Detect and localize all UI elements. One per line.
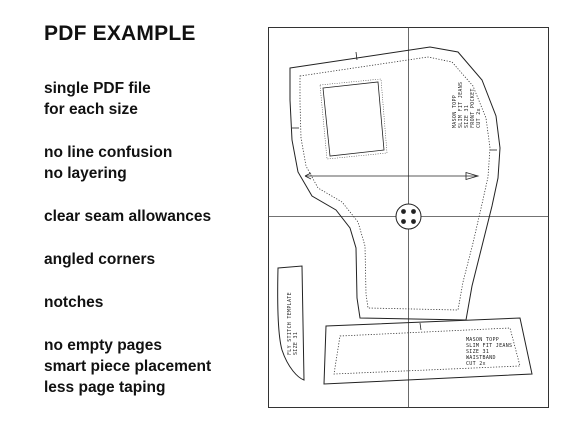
pattern-label-line: SIZE 31 bbox=[466, 349, 489, 355]
pattern-label-line: FRONT POCKET bbox=[470, 88, 476, 128]
grainline-arrowtail bbox=[304, 172, 312, 180]
pattern-label-line: MASON TOPP bbox=[452, 95, 458, 128]
waistband-seam-line bbox=[333, 327, 521, 375]
pattern-label-line: MASON TOPP bbox=[466, 337, 499, 343]
fly-template-piece-outline bbox=[277, 265, 305, 381]
pattern-label-line: SLIM FIT JEANS bbox=[458, 82, 464, 128]
pattern-label-line: SIZE 31 bbox=[464, 105, 470, 128]
waistband-label: MASON TOPP SLIM FIT JEANS SIZE 31 WAISTB… bbox=[466, 337, 512, 367]
registration-mark-icon bbox=[395, 203, 422, 230]
feature-item: for each size bbox=[44, 101, 138, 118]
pattern-label-line: SLIM FIT JEANS bbox=[466, 343, 512, 349]
feature-item: notches bbox=[44, 294, 104, 311]
notch bbox=[419, 322, 422, 331]
feature-item: no line confusion bbox=[44, 144, 173, 161]
waistband-piece-outline bbox=[323, 317, 533, 385]
feature-item: clear seam allowances bbox=[44, 208, 212, 225]
notch bbox=[355, 51, 358, 61]
pattern-label-line: WAISTBAND bbox=[466, 355, 496, 361]
page-title: PDF EXAMPLE bbox=[44, 22, 196, 45]
grainline-arrowhead bbox=[465, 171, 480, 181]
feature-item: less page taping bbox=[44, 379, 166, 396]
feature-list: single PDF file for each size no line co… bbox=[44, 78, 254, 398]
front-pocket-label: MASON TOPP SLIM FIT JEANS SIZE 31 FRONT … bbox=[452, 82, 482, 128]
feature-item: no empty pages bbox=[44, 337, 162, 354]
fly-template-label: FLY STITCH TEMPLATE SIZE 31 bbox=[287, 292, 299, 355]
feature-item: single PDF file bbox=[44, 80, 151, 97]
feature-item: no layering bbox=[44, 165, 127, 182]
pattern-label-line: CUT 2x bbox=[476, 108, 482, 128]
pocket-placement-box-stitch bbox=[319, 78, 388, 160]
pattern-label-line: FLY STITCH TEMPLATE bbox=[287, 292, 293, 355]
feature-item: angled corners bbox=[44, 251, 156, 268]
pattern-label-line: SIZE 31 bbox=[293, 332, 299, 355]
front-pocket-piece-outline bbox=[289, 46, 501, 321]
pattern-label-line: CUT 2x bbox=[466, 361, 486, 367]
feature-item: smart piece placement bbox=[44, 358, 212, 375]
pocket-placement-box bbox=[322, 81, 385, 157]
